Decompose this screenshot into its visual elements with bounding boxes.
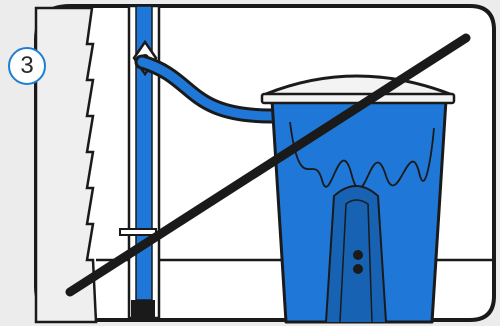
step-number: 3 xyxy=(20,52,34,79)
step-number-badge: 3 xyxy=(8,47,46,85)
rain-barrel xyxy=(260,74,456,324)
cross-out-line xyxy=(65,33,471,297)
downspout xyxy=(119,4,161,320)
house-siding-wall xyxy=(34,6,98,324)
